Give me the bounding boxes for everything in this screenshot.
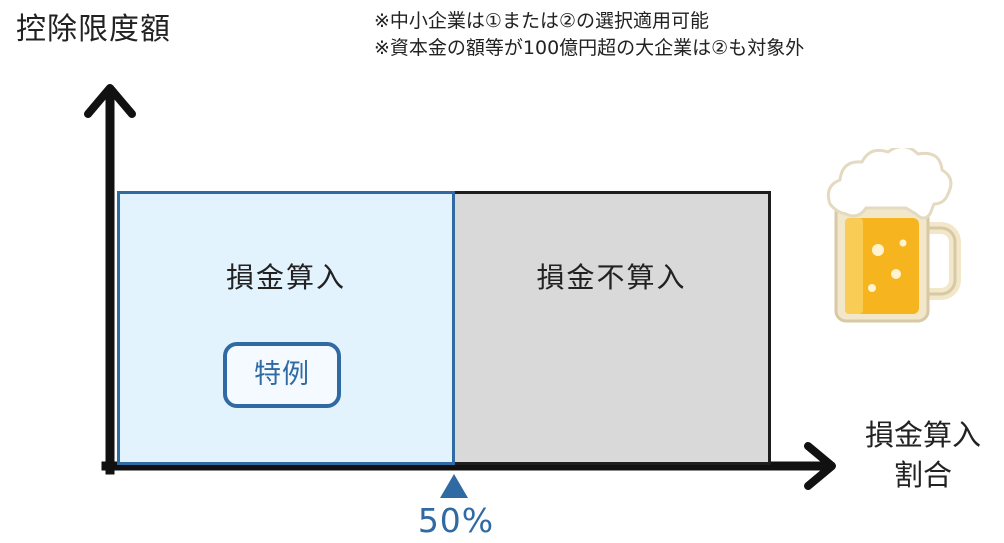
deductible-label: 損金算入 — [225, 261, 346, 294]
non-deductible-region: 損金不算入 — [455, 191, 771, 465]
y-axis-title: 控除限度額 — [16, 12, 171, 47]
beer-mug-icon — [826, 148, 961, 323]
y-axis-arrowhead — [84, 84, 136, 118]
x-axis-title-line1: 損金算入 — [864, 418, 981, 452]
threshold-marker — [440, 474, 468, 498]
non-deductible-label: 損金不算入 — [536, 261, 687, 294]
note-line-1: ※中小企業は①または②の選択適用可能 — [374, 10, 709, 32]
x-axis-title-line2: 割合 — [893, 458, 952, 492]
deductible-region: 損金算入 特例 — [117, 191, 455, 465]
threshold-label: 50% — [417, 501, 495, 540]
note-line-2: ※資本金の額等が100億円超の大企業は②も対象外 — [374, 37, 805, 59]
special-case-badge: 特例 — [223, 342, 341, 408]
x-axis-arrowhead — [804, 442, 836, 490]
notes-block: ※中小企業は①または②の選択適用可能 ※資本金の額等が100億円超の大企業は②も… — [374, 8, 804, 62]
x-axis-title: 損金算入 割合 — [848, 415, 998, 495]
